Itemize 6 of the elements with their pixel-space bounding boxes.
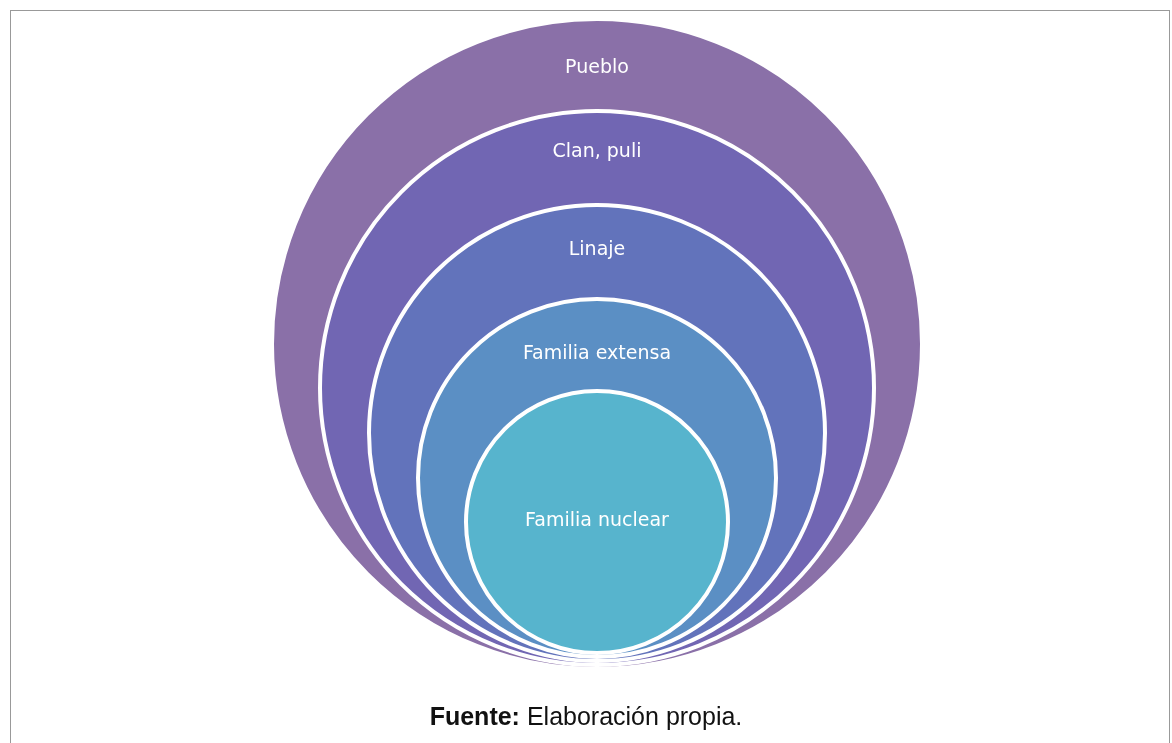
circle-label: Clan, puli [551, 139, 643, 161]
circle-label: Familia nuclear [524, 508, 670, 530]
circle-label: Pueblo [564, 55, 630, 77]
circle-label: Linaje [567, 237, 627, 259]
caption: Fuente: Elaboración propia. [428, 702, 744, 731]
circle-label: Familia extensa [521, 341, 673, 363]
